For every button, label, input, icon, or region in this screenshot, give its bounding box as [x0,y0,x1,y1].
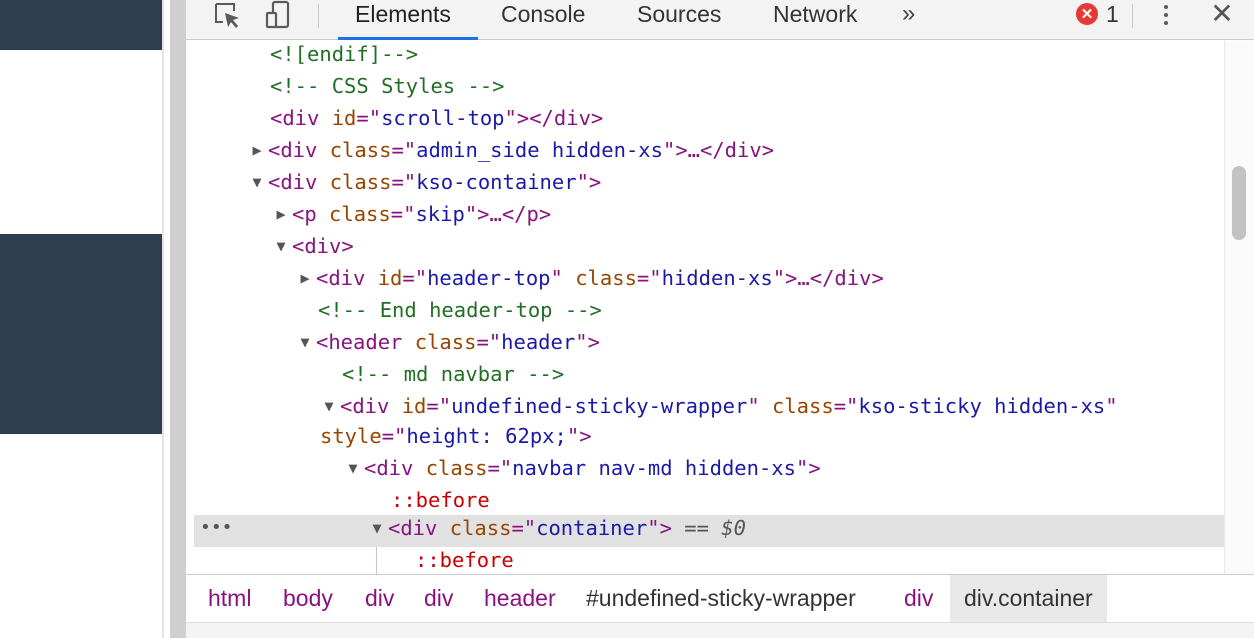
toolbar-divider [1132,4,1133,28]
more-actions-ellipsis-icon[interactable]: ••• [200,517,233,538]
dom-tree-row[interactable]: ▼ <div class="kso-container"> [194,169,1224,201]
breadcrumb-item-active[interactable]: div.container [950,575,1107,623]
collapse-triangle-icon[interactable]: ▼ [348,459,358,477]
dom-tree-row[interactable]: <div id="scroll-top"></div> [194,105,1224,137]
collapse-triangle-icon[interactable]: ▼ [300,333,310,351]
element-node: <div class="container"> == $0 [388,516,746,540]
inspect-element-icon[interactable] [212,0,242,30]
dom-tree-row[interactable]: ▼ <header class="header"> [194,329,1224,361]
device-toolbar-icon[interactable] [264,0,294,30]
devtools-resize-handle[interactable] [170,0,186,638]
dom-tree-row[interactable]: <!-- End header-top --> [194,297,1224,329]
tree-guide-line [376,547,377,574]
expand-triangle-icon[interactable]: ▶ [276,205,286,223]
breadcrumb-item[interactable]: div [424,585,454,611]
more-tabs-chevron-icon[interactable]: » [902,0,915,27]
collapse-triangle-icon[interactable]: ▼ [252,173,262,191]
breadcrumb-item[interactable]: html [208,585,252,611]
tab-elements[interactable]: Elements [355,1,451,27]
scrollbar-thumb[interactable] [1232,166,1246,240]
pseudo-element: ::before [415,548,514,572]
active-tab-indicator [338,37,478,40]
error-x-icon: ✕ [1076,3,1098,25]
tab-network[interactable]: Network [773,1,858,27]
dom-tree-row[interactable]: ::before [194,547,1224,574]
comment-node: <!-- md navbar --> [342,362,565,386]
breadcrumb-item[interactable]: body [283,585,333,611]
drawer-edge [186,622,1254,638]
dom-tree-row[interactable]: <!-- md navbar --> [194,361,1224,393]
element-node-continuation: style="height: 62px;"> [320,424,592,448]
dom-tree-row[interactable]: ::before [194,487,1224,519]
pseudo-element: ::before [391,488,490,512]
element-node: <div id="scroll-top"></div> [270,106,604,130]
page-dark-block [0,0,162,50]
devtools-toolbar: Elements Console Sources Network » ✕ 1 ✕ [186,0,1254,40]
breadcrumb-item[interactable]: div [904,585,934,611]
element-node: <header class="header"> [316,330,600,354]
dom-tree-row[interactable]: <!-- CSS Styles --> [194,73,1224,105]
page-dark-block [0,234,162,434]
element-node: <div> [292,234,354,258]
element-node: <div class="navbar nav-md hidden-xs"> [364,456,821,480]
tab-console[interactable]: Console [501,1,586,27]
expand-triangle-icon[interactable]: ▶ [300,269,310,287]
dom-tree: <![endif]--> <!-- CSS Styles --> <div id… [194,41,1224,574]
error-count: 1 [1106,0,1119,27]
dom-tree-row[interactable]: ▼ <div class="navbar nav-md hidden-xs"> [194,455,1224,487]
breadcrumb: html body div div header #undefined-stic… [186,574,1254,623]
expand-triangle-icon[interactable]: ▶ [252,141,262,159]
breadcrumb-item[interactable]: header [484,585,556,611]
error-counter[interactable]: ✕ 1 [1076,1,1119,27]
collapse-triangle-icon[interactable]: ▼ [276,237,286,255]
dom-tree-row[interactable]: ▼ <div id="undefined-sticky-wrapper" cla… [194,393,1224,425]
dom-tree-row[interactable]: <![endif]--> [194,41,1224,73]
breadcrumb-item[interactable]: #undefined-sticky-wrapper [586,585,856,611]
collapse-triangle-icon[interactable]: ▼ [324,397,334,415]
element-node: <div id="header-top" class="hidden-xs">…… [316,266,884,290]
element-node: <div id="undefined-sticky-wrapper" class… [340,394,1118,418]
dom-tree-row[interactable]: ▶ <p class="skip">…</p> [194,201,1224,233]
collapse-triangle-icon[interactable]: ▼ [372,519,382,537]
close-devtools-button[interactable]: ✕ [1210,0,1234,29]
dom-tree-row[interactable]: ▼ <div> [194,233,1224,265]
element-node: <div class="kso-container"> [268,170,602,194]
breadcrumb-item[interactable]: div [365,585,395,611]
more-options-icon[interactable] [1156,0,1176,30]
dom-tree-row[interactable]: ▶ <div class="admin_side hidden-xs">…</d… [194,137,1224,169]
tab-sources[interactable]: Sources [637,1,722,27]
comment-node: <!-- End header-top --> [318,298,602,322]
comment-node: <!-- CSS Styles --> [270,74,505,98]
dom-tree-row[interactable]: style="height: 62px;"> [194,423,1224,455]
element-node: <div class="admin_side hidden-xs">…</div… [268,138,775,162]
element-node: <p class="skip">…</p> [292,202,552,226]
devtools-panel: Elements Console Sources Network » ✕ 1 ✕… [186,0,1254,638]
toolbar-divider [318,4,319,28]
dom-tree-row-selected[interactable]: ••• ▼ <div class="container"> == $0 [194,515,1224,547]
comment-node: <![endif]--> [270,42,419,66]
dom-tree-row[interactable]: ▶ <div id="header-top" class="hidden-xs"… [194,265,1224,297]
page-border [162,0,164,638]
inspected-page [0,0,162,638]
vertical-scrollbar[interactable] [1224,41,1254,574]
